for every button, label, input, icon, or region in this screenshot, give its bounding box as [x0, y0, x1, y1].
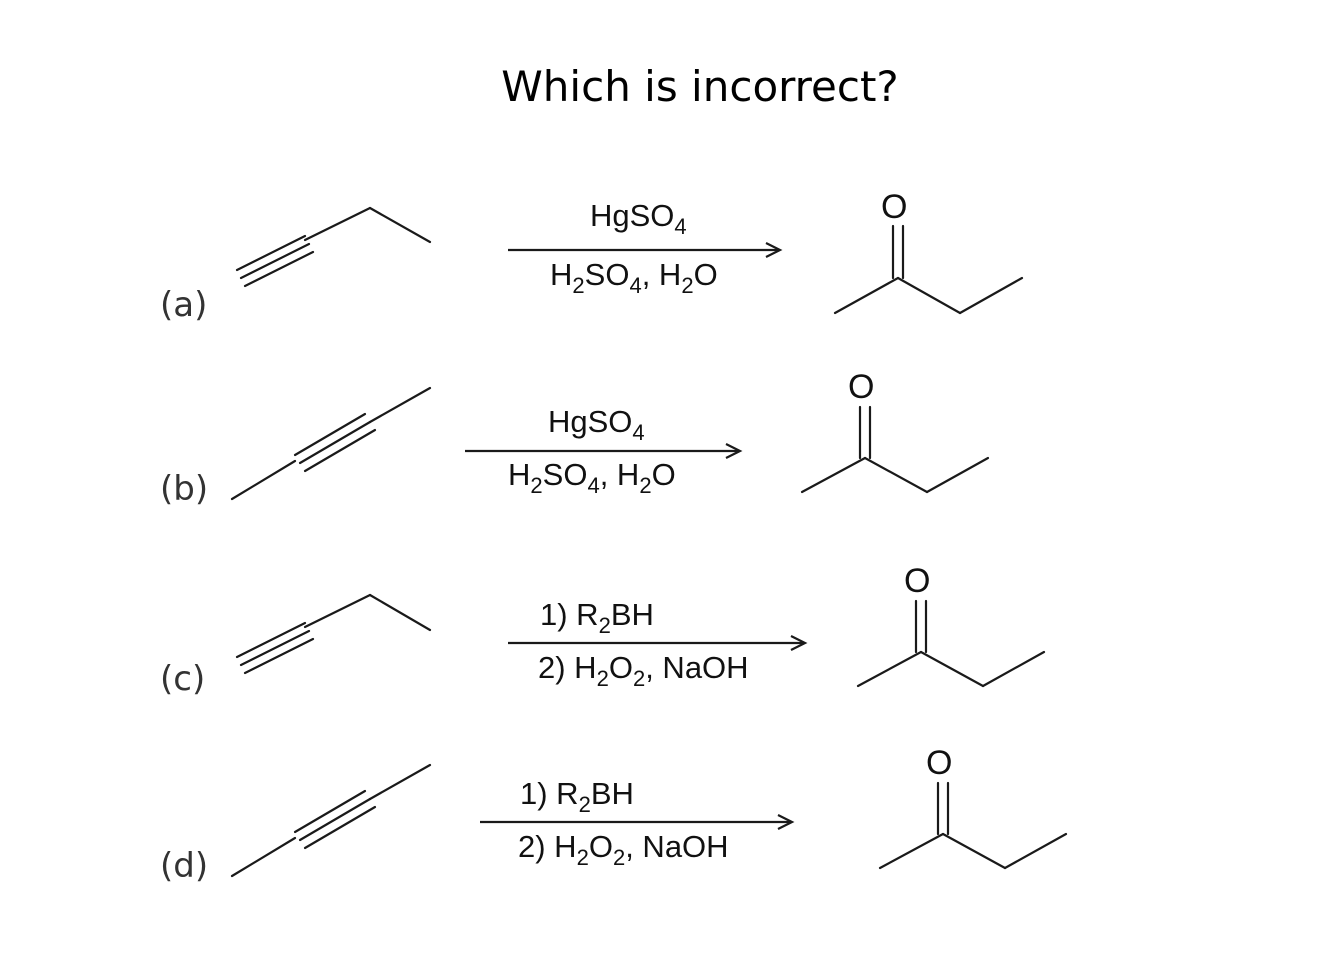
oxygen-b: O	[848, 368, 874, 406]
triple-bond-d-3	[303, 805, 377, 850]
bond-c-me	[856, 650, 923, 688]
reagent-c-bottom: 2) H2O2, NaOH	[538, 650, 749, 691]
reactant-b-structure	[230, 386, 432, 501]
arrowhead-b	[725, 443, 743, 459]
triple-bond-c-1	[235, 621, 307, 659]
bond-d-c3	[941, 832, 1007, 870]
label-c: (c)	[160, 659, 205, 699]
product-a-butanone: O	[833, 188, 1024, 315]
reagent-c-top: 1) R2BH	[540, 597, 654, 638]
product-b-butanone: O	[800, 368, 990, 494]
bond-b-ch3-right	[368, 386, 432, 424]
reactant-c-structure	[235, 593, 432, 675]
bond-b-me	[800, 456, 867, 494]
label-b: (b)	[160, 469, 208, 509]
reaction-d: (d) 1) R2BH 2) H2O2, NaOH O	[160, 744, 1068, 886]
bond-c-ch2	[303, 593, 372, 629]
arrowhead-c	[790, 635, 808, 651]
bond-a-c4	[958, 276, 1024, 315]
bond-d-c4	[1003, 832, 1068, 870]
product-c-butanone: O	[856, 562, 1046, 688]
label-a: (a)	[160, 285, 207, 325]
reactant-d-structure	[230, 763, 432, 878]
reagent-d-top: 1) R2BH	[520, 776, 634, 817]
oxygen-c: O	[904, 562, 930, 600]
reagent-d-bottom: 2) H2O2, NaOH	[518, 829, 729, 870]
triple-bond-b-3	[303, 428, 377, 473]
reaction-a: (a) HgSO4 H2SO4, H2O O	[160, 188, 1024, 325]
reagent-a-bottom: H2SO4, H2O	[550, 257, 718, 298]
triple-bond-a-2	[239, 242, 311, 280]
bond-c-ch3	[368, 593, 432, 632]
bond-d-ch3-right	[368, 763, 432, 801]
bond-a-ch3	[368, 206, 432, 244]
oxygen-a: O	[881, 188, 907, 226]
bond-d-ch3-left	[230, 836, 297, 878]
question-title: Which is incorrect?	[501, 62, 899, 111]
reagent-a-top: HgSO4	[590, 198, 687, 239]
reaction-b: (b) HgSO4 H2SO4, H2O O	[160, 368, 990, 509]
oxygen-d: O	[926, 744, 952, 782]
bond-d-me	[878, 832, 945, 870]
reagent-b-top: HgSO4	[548, 404, 645, 445]
bond-a-ch2	[303, 206, 372, 242]
triple-bond-b-2	[298, 420, 372, 465]
bond-b-ch3-left	[230, 459, 297, 501]
arrowhead-d	[777, 814, 795, 830]
triple-bond-a-3	[243, 250, 315, 288]
label-d: (d)	[160, 846, 208, 886]
reaction-c: (c) 1) R2BH 2) H2O2, NaOH O	[160, 562, 1046, 699]
triple-bond-c-3	[243, 637, 315, 675]
bond-b-c4	[925, 456, 990, 494]
triple-bond-d-1	[293, 789, 367, 834]
bond-a-c3	[896, 276, 962, 315]
bond-c-c3	[919, 650, 985, 688]
bond-b-c3	[863, 456, 929, 494]
reactant-a-structure	[235, 206, 432, 288]
bond-a-me	[833, 276, 900, 315]
triple-bond-b-1	[293, 412, 367, 457]
arrowhead-a	[765, 242, 783, 258]
product-d-butanone: O	[878, 744, 1068, 870]
triple-bond-a-1	[235, 234, 307, 272]
bond-c-c4	[981, 650, 1046, 688]
reagent-b-bottom: H2SO4, H2O	[508, 457, 676, 498]
triple-bond-d-2	[298, 797, 372, 842]
triple-bond-c-2	[239, 629, 311, 667]
